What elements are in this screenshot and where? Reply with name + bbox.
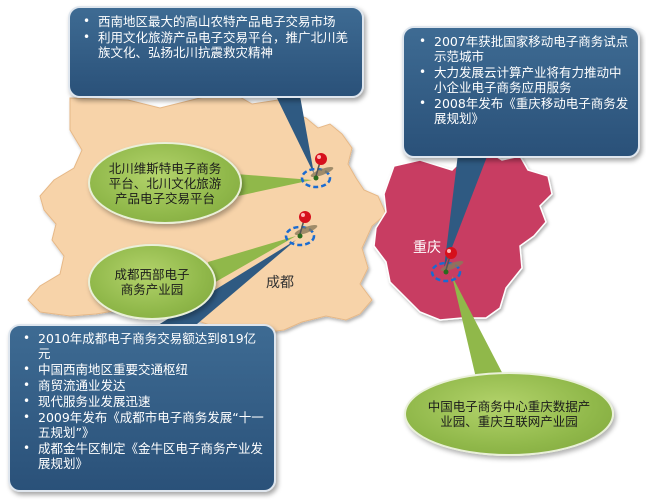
- beichuan-callout-list: • 西南地区最大的高山农特产品电子交易市场 • 利用文化旅游产品电子交易平台，推广北…: [76, 14, 352, 60]
- bullet-icon: •: [419, 65, 427, 79]
- list-item: • 2008年发布《重庆移动电子商务发展规划》: [412, 96, 630, 126]
- beichuan-location-marker[interactable]: [300, 153, 334, 189]
- beichuan-callout-box: • 西南地区最大的高山农特产品电子交易市场 • 利用文化旅游产品电子交易平台，推广北…: [68, 6, 364, 98]
- list-item-text: 中国西南地区重要交通枢纽: [38, 362, 189, 377]
- bubble-chongqing-pointer: [452, 276, 508, 384]
- chongqing-callout-list: • 2007年获批国家移动电子商务试点示范城市 • 大力发展云计算产业将有力推动中小…: [412, 34, 630, 126]
- bubble-beichuan-pointer: [236, 174, 312, 196]
- bullet-icon: •: [83, 30, 91, 44]
- list-item: • 中国西南地区重要交通枢纽: [16, 362, 266, 377]
- bullet-icon: •: [23, 378, 31, 392]
- list-item-text: 2008年发布《重庆移动电子商务发展规划》: [434, 96, 629, 126]
- list-item: • 商贸流通业发达: [16, 378, 266, 393]
- list-item-text: 利用文化旅游产品电子交易平台，推广北川羌族文化、弘扬北川抗震救灾精神: [98, 30, 349, 60]
- beichuan-platform-bubble: 北川维斯特电子商务平台、北川文化旅游产品电子交易平台: [88, 142, 242, 224]
- bullet-icon: •: [23, 394, 31, 408]
- list-item-text: 2010年成都电子商务交易额达到819亿元: [38, 331, 257, 361]
- list-item: • 利用文化旅游产品电子交易平台，推广北川羌族文化、弘扬北川抗震救灾精神: [76, 30, 352, 60]
- bullet-icon: •: [23, 362, 31, 376]
- chengdu-city-label: 成都: [266, 275, 294, 291]
- bullet-icon: •: [23, 410, 31, 424]
- list-item-text: 西南地区最大的高山农特产品电子交易市场: [98, 14, 336, 29]
- chengdu-location-marker[interactable]: [284, 211, 318, 247]
- chengdu-callout-box: • 2010年成都电子商务交易额达到819亿元 • 中国西南地区重要交通枢纽 • 商贸…: [8, 324, 276, 492]
- chengdu-callout-list: • 2010年成都电子商务交易额达到819亿元 • 中国西南地区重要交通枢纽 • 商贸…: [16, 331, 266, 471]
- list-item: • 成都金牛区制定《金牛区电子商务产业发展规划》: [16, 441, 266, 471]
- bullet-icon: •: [419, 96, 427, 110]
- list-item-text: 2009年发布《成都市电子商务发展“十一五规划”》: [38, 410, 264, 440]
- list-item-text: 2007年获批国家移动电子商务试点示范城市: [434, 34, 629, 64]
- list-item-text: 成都金牛区制定《金牛区电子商务产业发展规划》: [38, 441, 264, 471]
- bullet-icon: •: [23, 441, 31, 455]
- bubble-text: 中国电子商务中心重庆数据产业园、重庆互联网产业园: [427, 399, 591, 429]
- bubble-text: 成都西部电子商务产业园: [114, 267, 190, 297]
- chengdu-industrial-park-bubble: 成都西部电子商务产业园: [88, 244, 216, 320]
- bubble-text: 北川维斯特电子商务平台、北川文化旅游产品电子交易平台: [108, 160, 222, 206]
- list-item: • 2009年发布《成都市电子商务发展“十一五规划”》: [16, 410, 266, 440]
- list-item-text: 现代服务业发展迅速: [38, 394, 151, 409]
- chongqing-industrial-park-bubble: 中国电子商务中心重庆数据产业园、重庆互联网产业园: [404, 372, 614, 456]
- list-item: • 2007年获批国家移动电子商务试点示范城市: [412, 34, 630, 64]
- chongqing-callout-box: • 2007年获批国家移动电子商务试点示范城市 • 大力发展云计算产业将有力推动中小…: [402, 26, 640, 158]
- list-item: • 大力发展云计算产业将有力推动中小企业电子商务应用服务: [412, 65, 630, 95]
- bullet-icon: •: [83, 14, 91, 28]
- list-item: • 西南地区最大的高山农特产品电子交易市场: [76, 14, 352, 29]
- bullet-icon: •: [419, 34, 427, 48]
- chongqing-location-marker[interactable]: [430, 247, 464, 283]
- bubble-chengdu-pointer: [208, 236, 296, 284]
- bullet-icon: •: [23, 331, 31, 345]
- list-item: • 2010年成都电子商务交易额达到819亿元: [16, 331, 266, 361]
- list-item-text: 商贸流通业发达: [38, 378, 126, 393]
- callout-top-pointer: [276, 96, 314, 174]
- list-item: • 现代服务业发展迅速: [16, 394, 266, 409]
- chongqing-city-label: 重庆: [413, 240, 441, 256]
- list-item-text: 大力发展云计算产业将有力推动中小企业电子商务应用服务: [434, 65, 622, 95]
- callout-right-pointer: [444, 154, 488, 268]
